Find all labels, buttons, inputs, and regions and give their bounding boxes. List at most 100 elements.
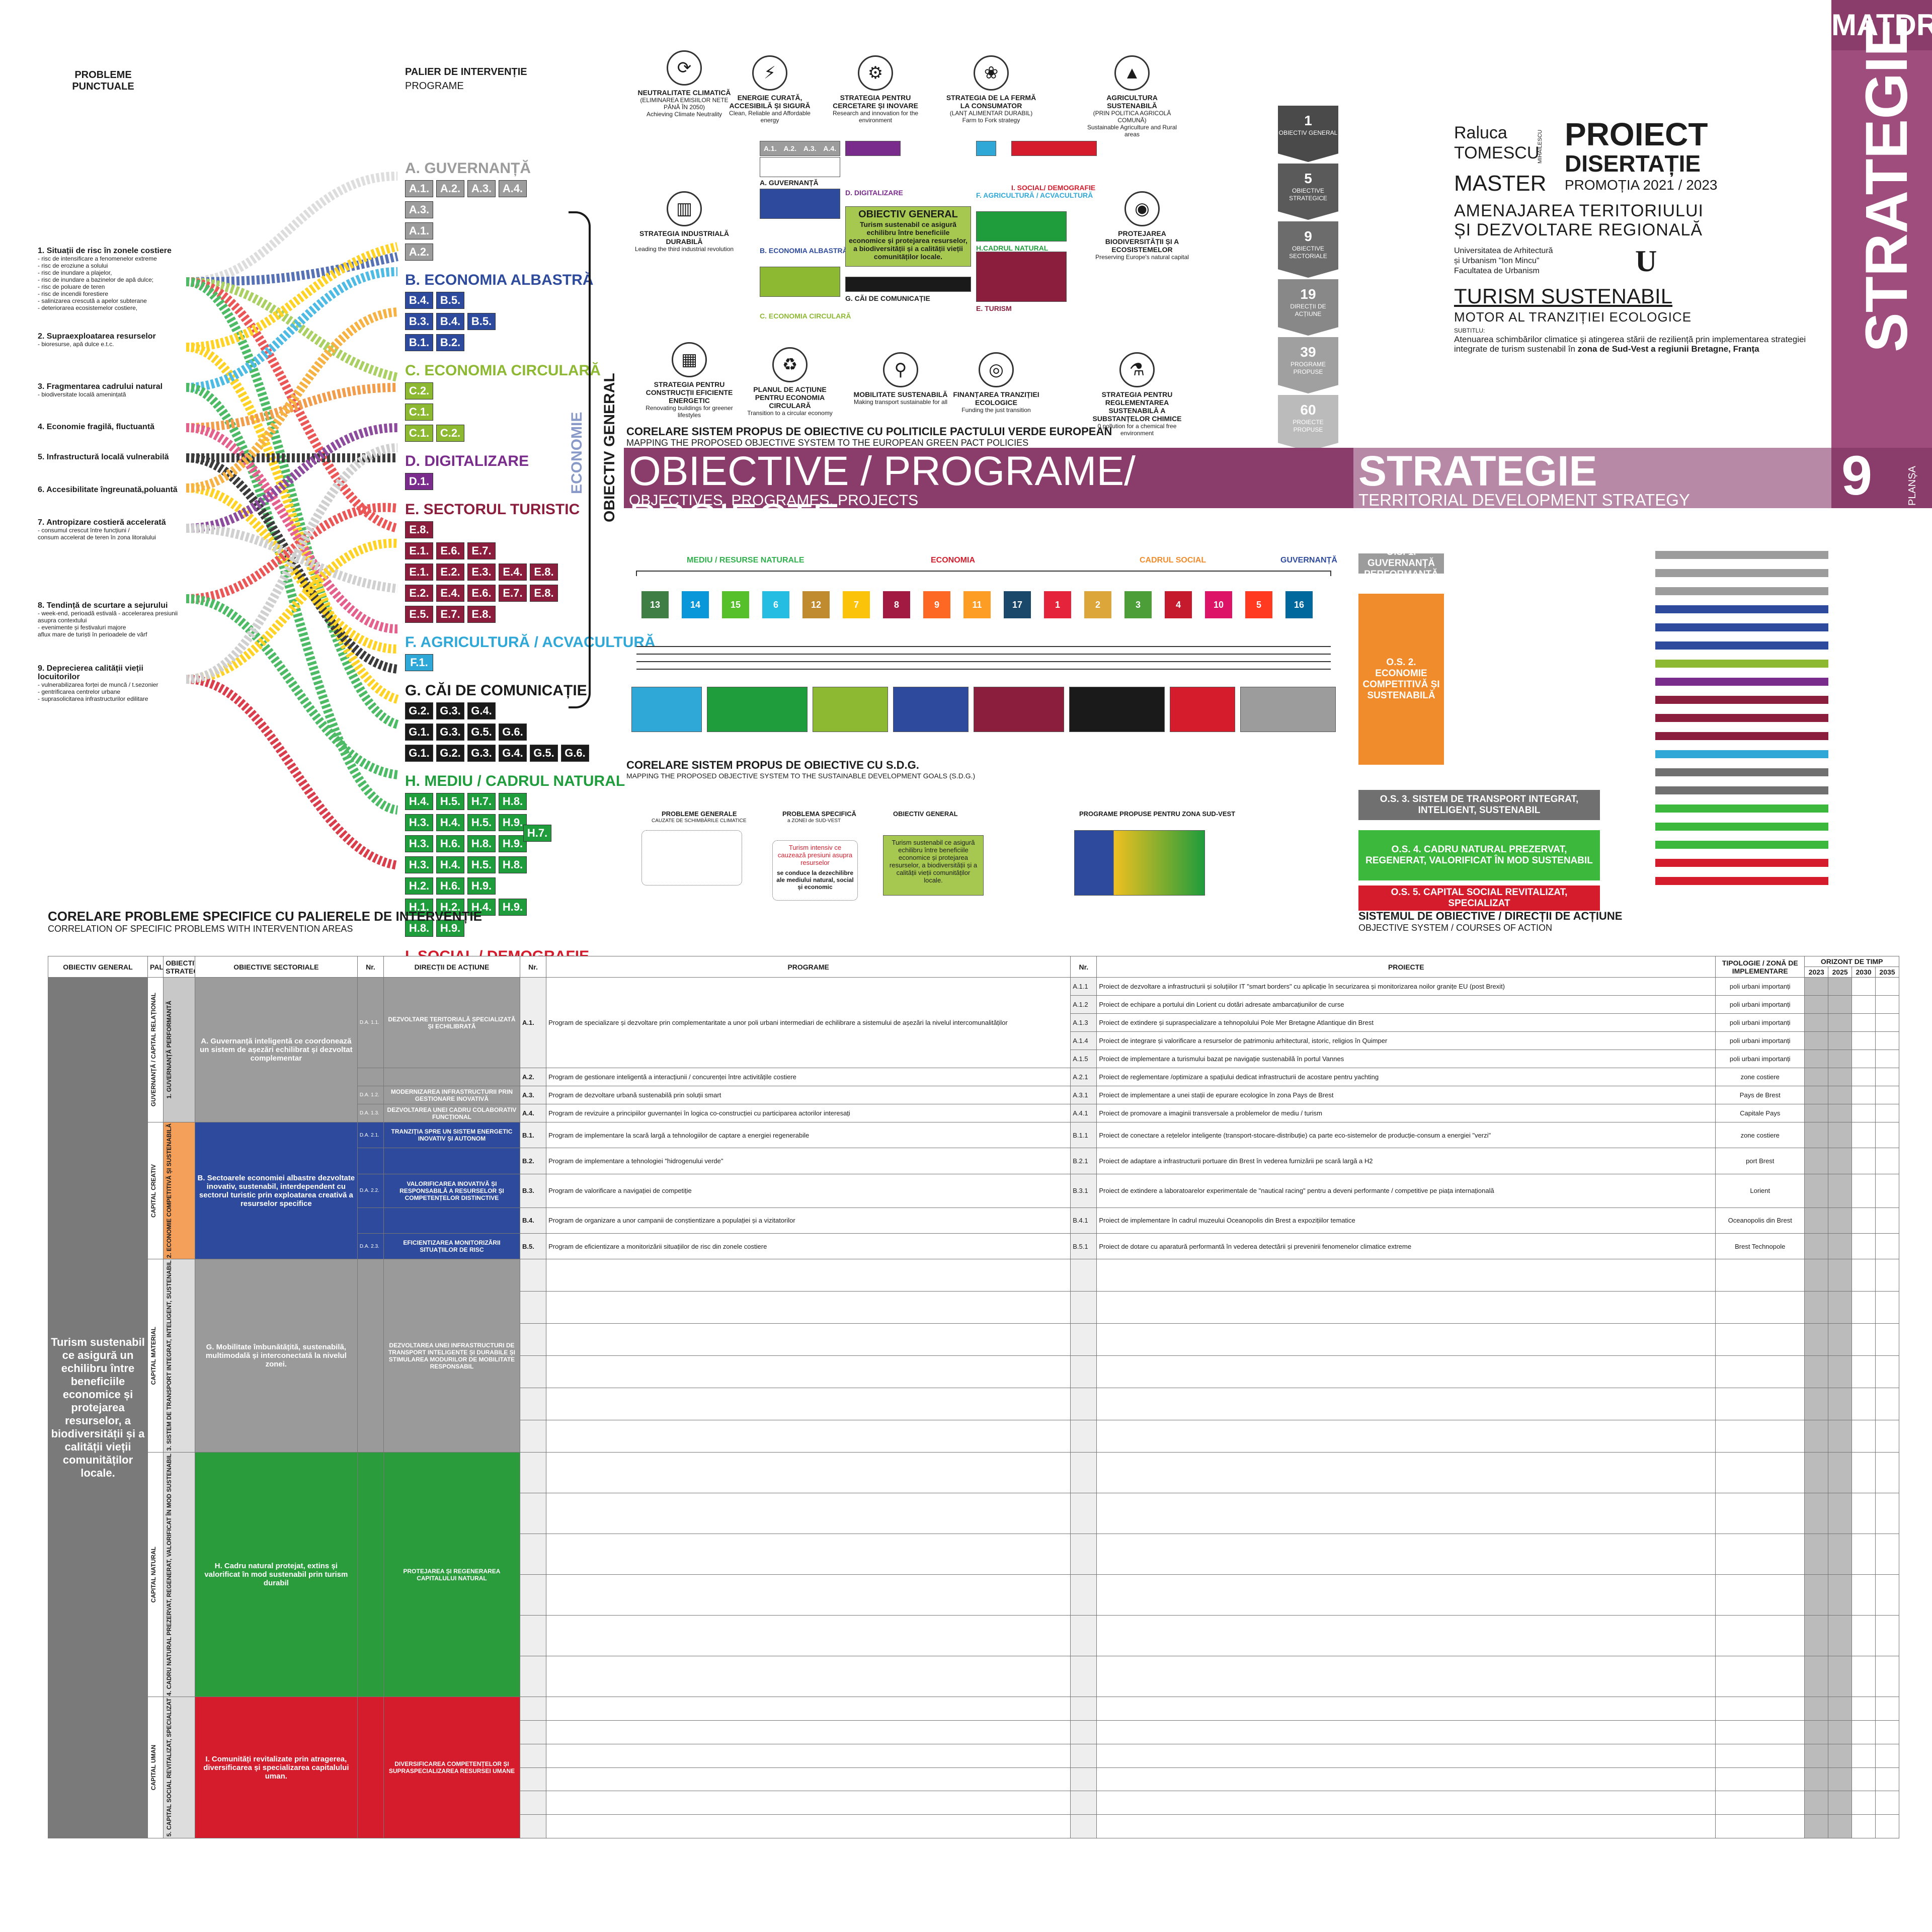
central-chips-i bbox=[1011, 141, 1097, 156]
timeline-cell bbox=[1828, 1173, 1853, 1208]
strategic-objective-cell: 2. ECONOMIE COMPETITIVĂ ȘI SUSTENABILĂ bbox=[163, 1121, 195, 1260]
sectoral-objective-cell: G. Mobilitate îmbunătățită, sustenabilă,… bbox=[194, 1259, 358, 1453]
program-cell bbox=[546, 1355, 1071, 1388]
strategic-objective-cell: 5. CAPITAL SOCIAL REVITALIZAT, SPECIALIZ… bbox=[163, 1697, 195, 1838]
green-pact-title: CORELARE SISTEM PROPUS DE OBIECTIVE CU P… bbox=[626, 425, 1112, 438]
program-number-cell bbox=[519, 1767, 547, 1792]
table-header-row: OBIECTIV GENERALPALIEROBIECTIV STRATEGIC… bbox=[47, 956, 1899, 978]
project-number-cell: A.1.5 bbox=[1070, 1050, 1097, 1068]
sdg-cat-econ: ECONOMIA bbox=[931, 556, 975, 565]
main-title-sub: OBJECTIVES, PROGRAMES, PROJECTS bbox=[629, 492, 919, 509]
program-number-cell: B.3. bbox=[519, 1173, 547, 1208]
central-label-c: C. ECONOMIA CIRCULARĂ bbox=[760, 312, 851, 320]
issue-item: 7. Antropizare costieră accelerată- cons… bbox=[38, 518, 181, 541]
palier-label: CAPITAL UMAN bbox=[150, 1744, 157, 1791]
action-direction-line bbox=[1655, 732, 1828, 740]
timeline-cell bbox=[1804, 1086, 1829, 1104]
central-label-h: H.CADRUL NATURAL bbox=[976, 244, 1049, 252]
action-direction-line bbox=[1655, 623, 1828, 631]
project-number-cell bbox=[1070, 1291, 1097, 1324]
program-chip: E.1. bbox=[405, 542, 433, 559]
program-row: E.1.E.6.E.7. bbox=[405, 542, 499, 560]
program-chip: B.4. bbox=[405, 292, 433, 309]
program-chip: H.9. bbox=[499, 814, 527, 831]
timeline-cell bbox=[1804, 1814, 1829, 1838]
timeline-cell bbox=[1852, 1767, 1876, 1792]
strategy-table: OBIECTIV GENERALPALIEROBIECTIV STRATEGIC… bbox=[47, 956, 1899, 1838]
flow-path bbox=[186, 383, 398, 815]
central-chips-g bbox=[845, 277, 971, 292]
timeline-cell bbox=[1804, 1173, 1829, 1208]
title-bar-plansa: 9 PLANȘA bbox=[1831, 445, 1932, 508]
policy-en: Making transport sustainable for all bbox=[853, 398, 948, 406]
policy-item: ❀STRATEGIA DE LA FERMĂ LA CONSUMATOR(LAN… bbox=[941, 55, 1041, 124]
policy-en: Leading the third industrial revolution bbox=[634, 246, 734, 253]
program-row: H.3.H.4.H.5.H.8. bbox=[405, 856, 530, 874]
timeline-cell bbox=[1875, 1068, 1899, 1086]
issue-item: 9. Deprecierea calității vieții locuitor… bbox=[38, 664, 181, 702]
policy-title: STRATEGIA PENTRU REGLEMENTAREA SUSTENABI… bbox=[1092, 390, 1182, 423]
action-direction-line bbox=[1655, 678, 1828, 686]
action-direction-line bbox=[1655, 714, 1828, 722]
main-subtopic: MOTOR AL TRANZIȚIEI ECOLOGICE bbox=[1454, 309, 1692, 325]
mini-h2-sub: a ZONEI de SUD-VEST bbox=[787, 818, 841, 824]
project-number-cell bbox=[1070, 1615, 1097, 1657]
program-chip: H.5. bbox=[467, 814, 496, 831]
program-number-cell bbox=[519, 1743, 547, 1768]
sdg-goal-12: 12 bbox=[802, 591, 830, 618]
direction-number-cell: D.A. 1.2. bbox=[357, 1086, 384, 1104]
timeline-cell bbox=[1828, 977, 1853, 996]
project-number-cell: B.3.1 bbox=[1070, 1173, 1097, 1208]
timeline-cell bbox=[1875, 1767, 1899, 1792]
table-row: Turism sustenabil ce asigură un echilibr… bbox=[47, 977, 1899, 1838]
program-chip: H.2. bbox=[436, 899, 464, 916]
program-row: G.1.G.3.G.5.G.6. bbox=[405, 723, 530, 742]
project-number-cell bbox=[1070, 1452, 1097, 1493]
timeline-cell bbox=[1804, 1656, 1829, 1698]
policy-item: ♻PLANUL DE ACȚIUNE PENTRU ECONOMIA CIRCU… bbox=[740, 347, 840, 417]
flow-path bbox=[186, 277, 399, 729]
program-cell bbox=[546, 1791, 1071, 1815]
program-chip: H.7. bbox=[523, 825, 551, 842]
timeline-cell bbox=[1828, 1574, 1853, 1616]
plansa-number: 9 bbox=[1841, 445, 1873, 507]
zone-cell: Capitale Pays bbox=[1715, 1104, 1805, 1122]
table-header-cell: OBIECTIV STRATEGIC bbox=[163, 956, 195, 978]
timeline-cell bbox=[1875, 1492, 1899, 1535]
action-direction-line bbox=[1655, 551, 1828, 559]
action-direction-line bbox=[1655, 660, 1828, 668]
timeline-cell bbox=[1875, 1574, 1899, 1616]
strategie-title-sub: TERRITORIAL DEVELOPMENT STRATEGY bbox=[1358, 491, 1690, 509]
central-chips-b bbox=[760, 189, 840, 219]
timeline-cell bbox=[1804, 1720, 1829, 1744]
program-number-cell bbox=[519, 1656, 547, 1698]
project-number-cell: A.2.1 bbox=[1070, 1068, 1097, 1086]
program-chip: G.3. bbox=[467, 745, 496, 762]
os-box: O.S. 3. SISTEM DE TRANSPORT INTEGRAT, IN… bbox=[1358, 790, 1600, 820]
action-direction-line bbox=[1655, 841, 1828, 849]
program-cell bbox=[546, 1492, 1071, 1535]
program-cell bbox=[546, 1743, 1071, 1768]
timeline-cell bbox=[1828, 1291, 1853, 1324]
action-direction-line bbox=[1655, 750, 1828, 758]
program-row: H.2.H.6.H.9. bbox=[405, 877, 499, 896]
zone-cell bbox=[1715, 1743, 1805, 1768]
timeline-cell bbox=[1875, 1720, 1899, 1744]
issue-detail: - vulnerabilizarea forței de muncă / t.s… bbox=[38, 681, 158, 702]
timeline-cell bbox=[1804, 1259, 1829, 1292]
program-cell bbox=[546, 1615, 1071, 1657]
program-chip: H.3. bbox=[405, 814, 433, 831]
program-chip: C.2. bbox=[436, 425, 464, 442]
timeline-cell bbox=[1875, 1656, 1899, 1698]
flow-path bbox=[186, 443, 398, 684]
program-row: B.4.B.5. bbox=[405, 292, 467, 310]
program-line-2: ȘI DEZVOLTARE REGIONALĂ bbox=[1454, 220, 1703, 239]
zone-cell bbox=[1715, 1534, 1805, 1575]
sdg-goal-16: 16 bbox=[1285, 591, 1313, 618]
direction-cell: DEZVOLTAREA UNEI INFRASTRUCTURI DE TRANS… bbox=[383, 1259, 520, 1453]
step-number: 5 bbox=[1304, 171, 1312, 186]
timeline-cell bbox=[1828, 1355, 1853, 1388]
timeline-cell bbox=[1828, 1104, 1853, 1122]
timeline-cell bbox=[1852, 1323, 1876, 1356]
